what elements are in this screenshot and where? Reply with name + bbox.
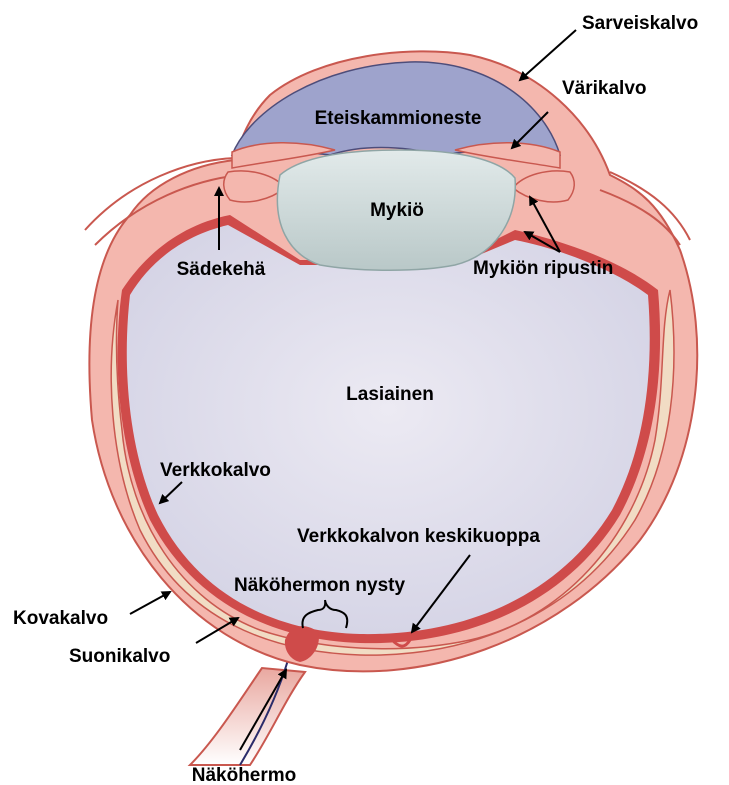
zonules-label: Mykiön ripustin — [473, 258, 613, 279]
ciliary-body-label: Sädekehä — [177, 259, 266, 280]
sclera-arrow — [130, 592, 170, 614]
optic-disc-label: Näköhermon nysty — [234, 575, 405, 596]
cornea-arrow — [520, 30, 576, 80]
optic-nerve-label: Näköhermo — [192, 765, 297, 785]
cornea-label: Sarveiskalvo — [582, 13, 698, 34]
retina-label: Verkkokalvo — [160, 460, 271, 481]
fovea-label: Verkkokalvon keskikuoppa — [297, 526, 540, 547]
vitreous-label: Lasiainen — [346, 384, 434, 405]
anterior-chamber-label: Eteiskammioneste — [315, 108, 482, 129]
iris-label: Värikalvo — [562, 78, 647, 99]
sclera-label: Kovakalvo — [13, 608, 108, 629]
optic-nerve — [190, 660, 305, 765]
lens-label: Mykiö — [370, 200, 424, 221]
choroid-label: Suonikalvo — [69, 646, 170, 667]
